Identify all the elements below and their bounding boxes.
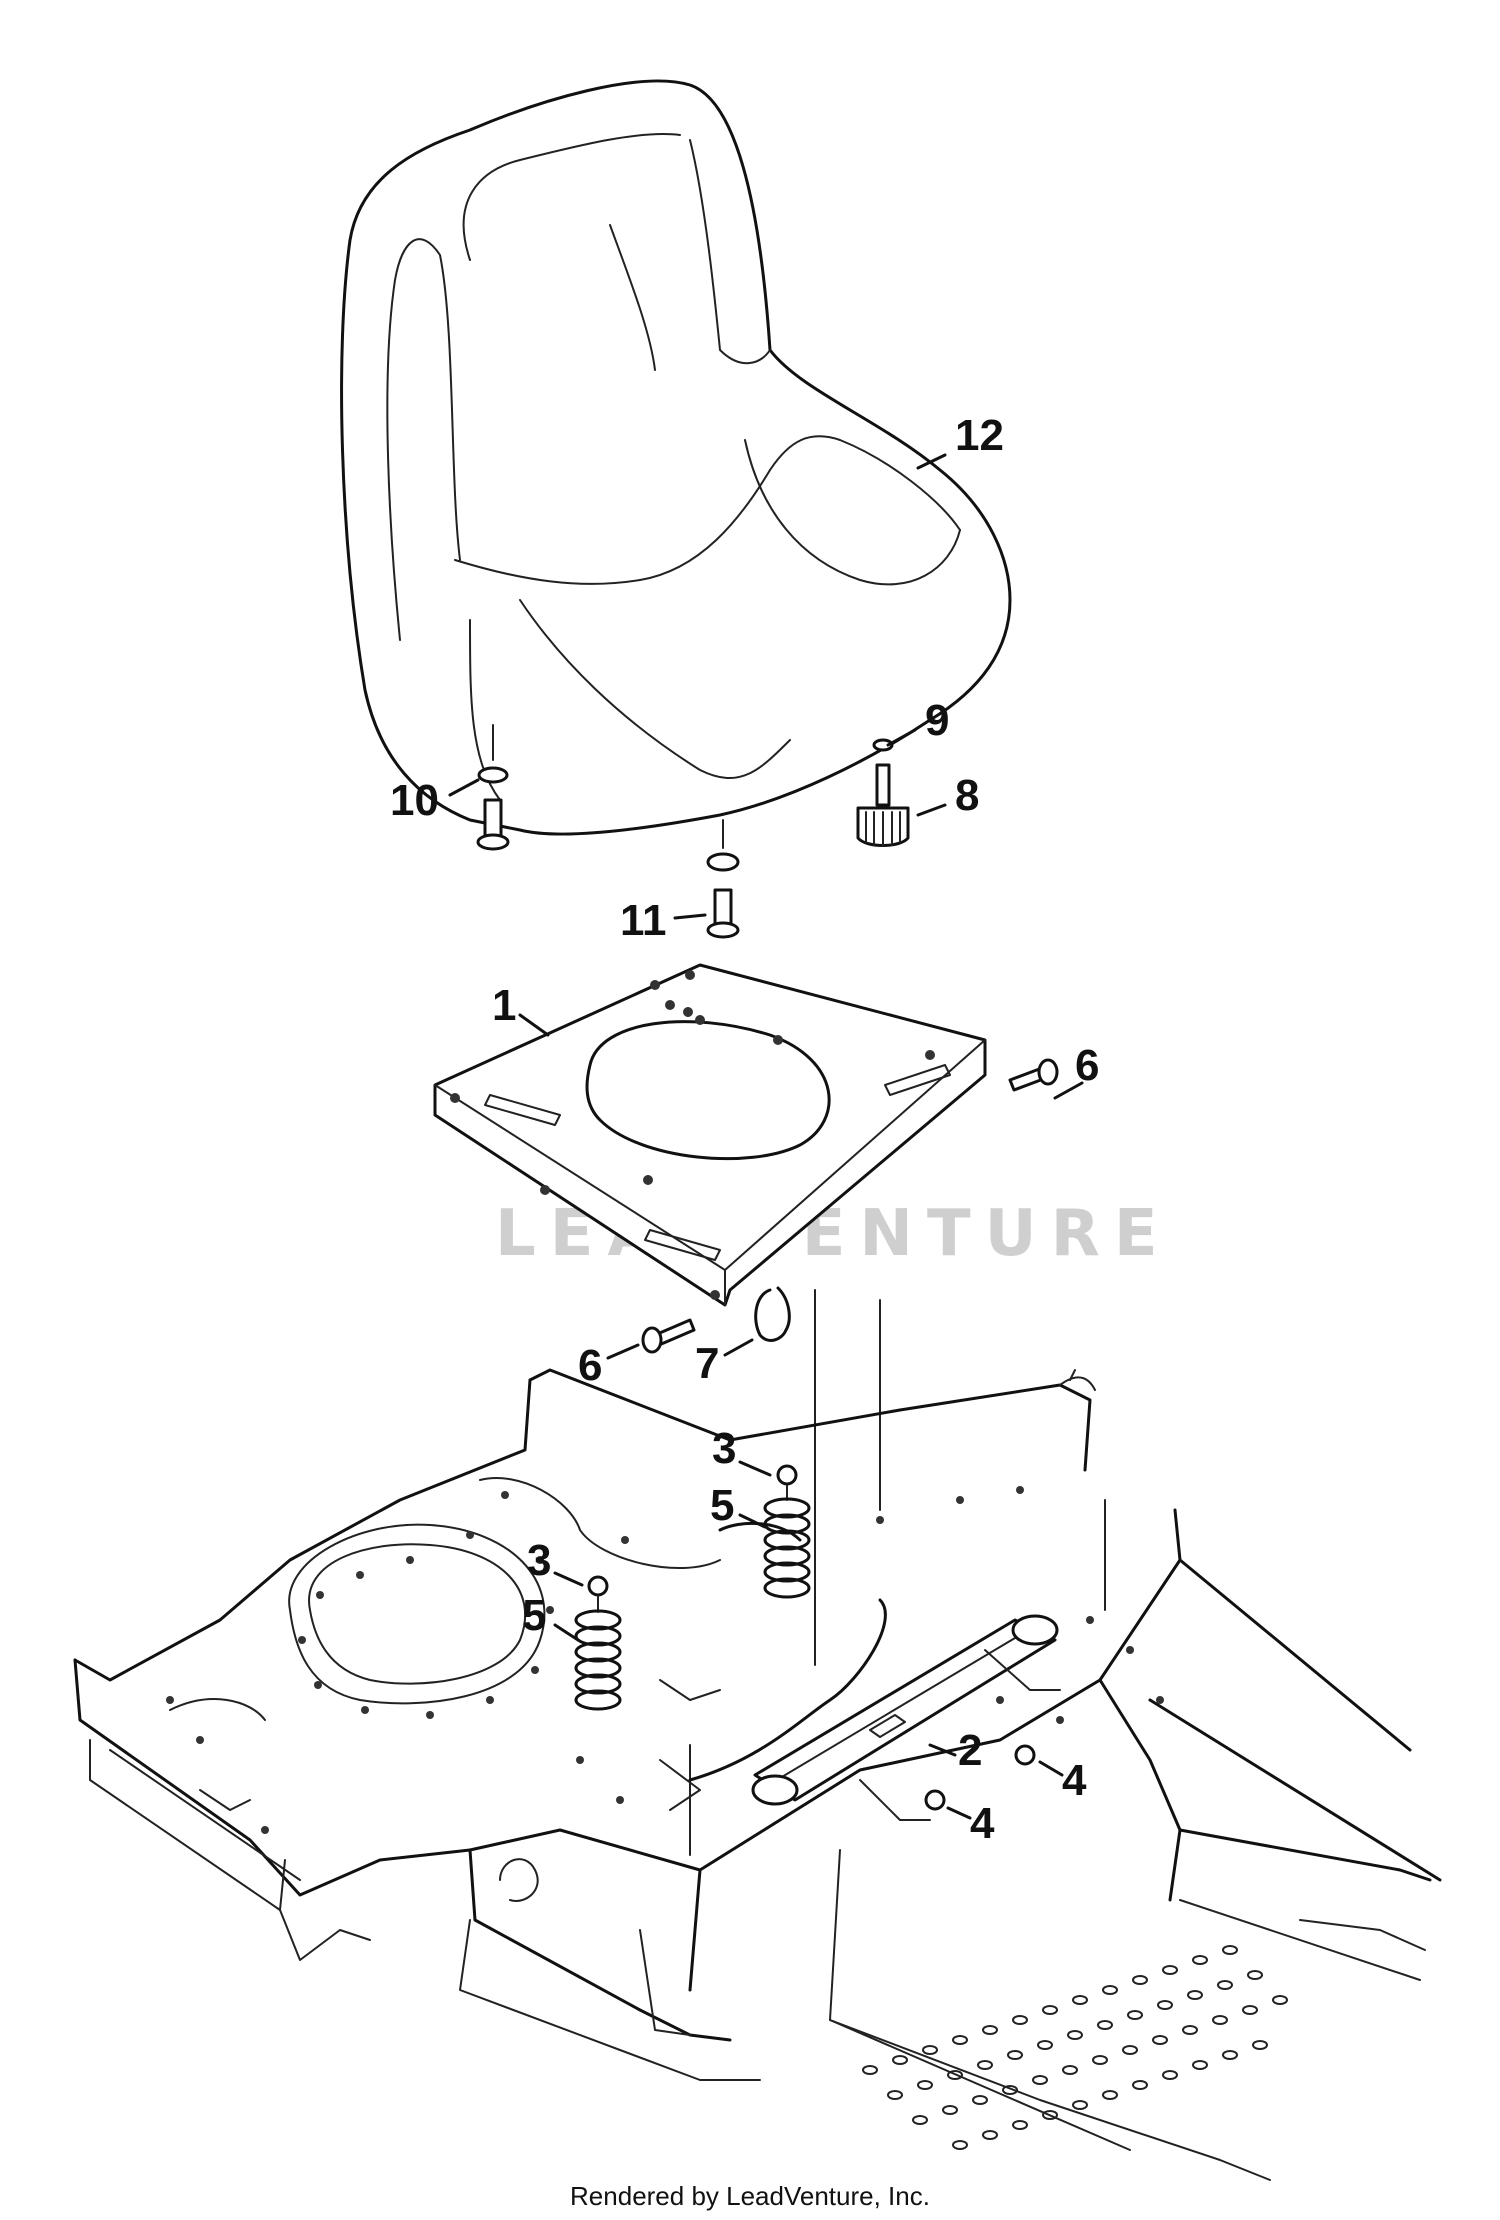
seat-bolt-11 <box>706 819 740 939</box>
callout-7: 7 <box>695 1339 719 1388</box>
floor-plate-perforations <box>862 1945 1288 2150</box>
callout-3-lower: 3 <box>527 1536 551 1585</box>
leader-lines <box>448 453 1084 1820</box>
spring-5-lower <box>574 1575 622 1711</box>
callout-4-lower: 4 <box>970 1799 995 1848</box>
clip-7 <box>754 1286 791 1342</box>
callout-labels: 12 9 8 10 11 1 6 6 7 3 5 3 5 2 4 4 <box>390 411 1099 1848</box>
seat-bolt-10 <box>476 724 510 851</box>
bracket-2 <box>689 1499 1106 1856</box>
callout-5-upper: 5 <box>710 1481 734 1530</box>
callout-2: 2 <box>958 1726 982 1775</box>
nut-4-right <box>1014 1744 1036 1766</box>
callout-9: 9 <box>925 696 949 745</box>
seat-knob-8 <box>856 738 910 847</box>
seat-part <box>340 79 1012 836</box>
seat-plate-part <box>433 963 987 1307</box>
callout-3-upper: 3 <box>712 1424 736 1473</box>
projection-lines <box>814 1289 881 1666</box>
callout-4-right: 4 <box>1062 1756 1087 1805</box>
callout-1: 1 <box>492 981 516 1030</box>
mower-frame <box>73 1368 1442 2181</box>
callout-6-left: 6 <box>578 1341 602 1390</box>
frame-holes <box>166 1486 1164 1834</box>
callout-8: 8 <box>955 771 979 820</box>
callout-11: 11 <box>620 896 667 945</box>
footer-credit: Rendered by LeadVenture, Inc. <box>570 2181 930 2211</box>
callout-10: 10 <box>390 776 439 825</box>
bolt-6-right <box>1008 1058 1059 1092</box>
callout-5-lower: 5 <box>522 1591 546 1640</box>
bolt-6-left <box>641 1318 696 1354</box>
nut-4-lower <box>924 1789 946 1811</box>
callout-6-right: 6 <box>1075 1041 1099 1090</box>
callout-12: 12 <box>955 411 1004 460</box>
